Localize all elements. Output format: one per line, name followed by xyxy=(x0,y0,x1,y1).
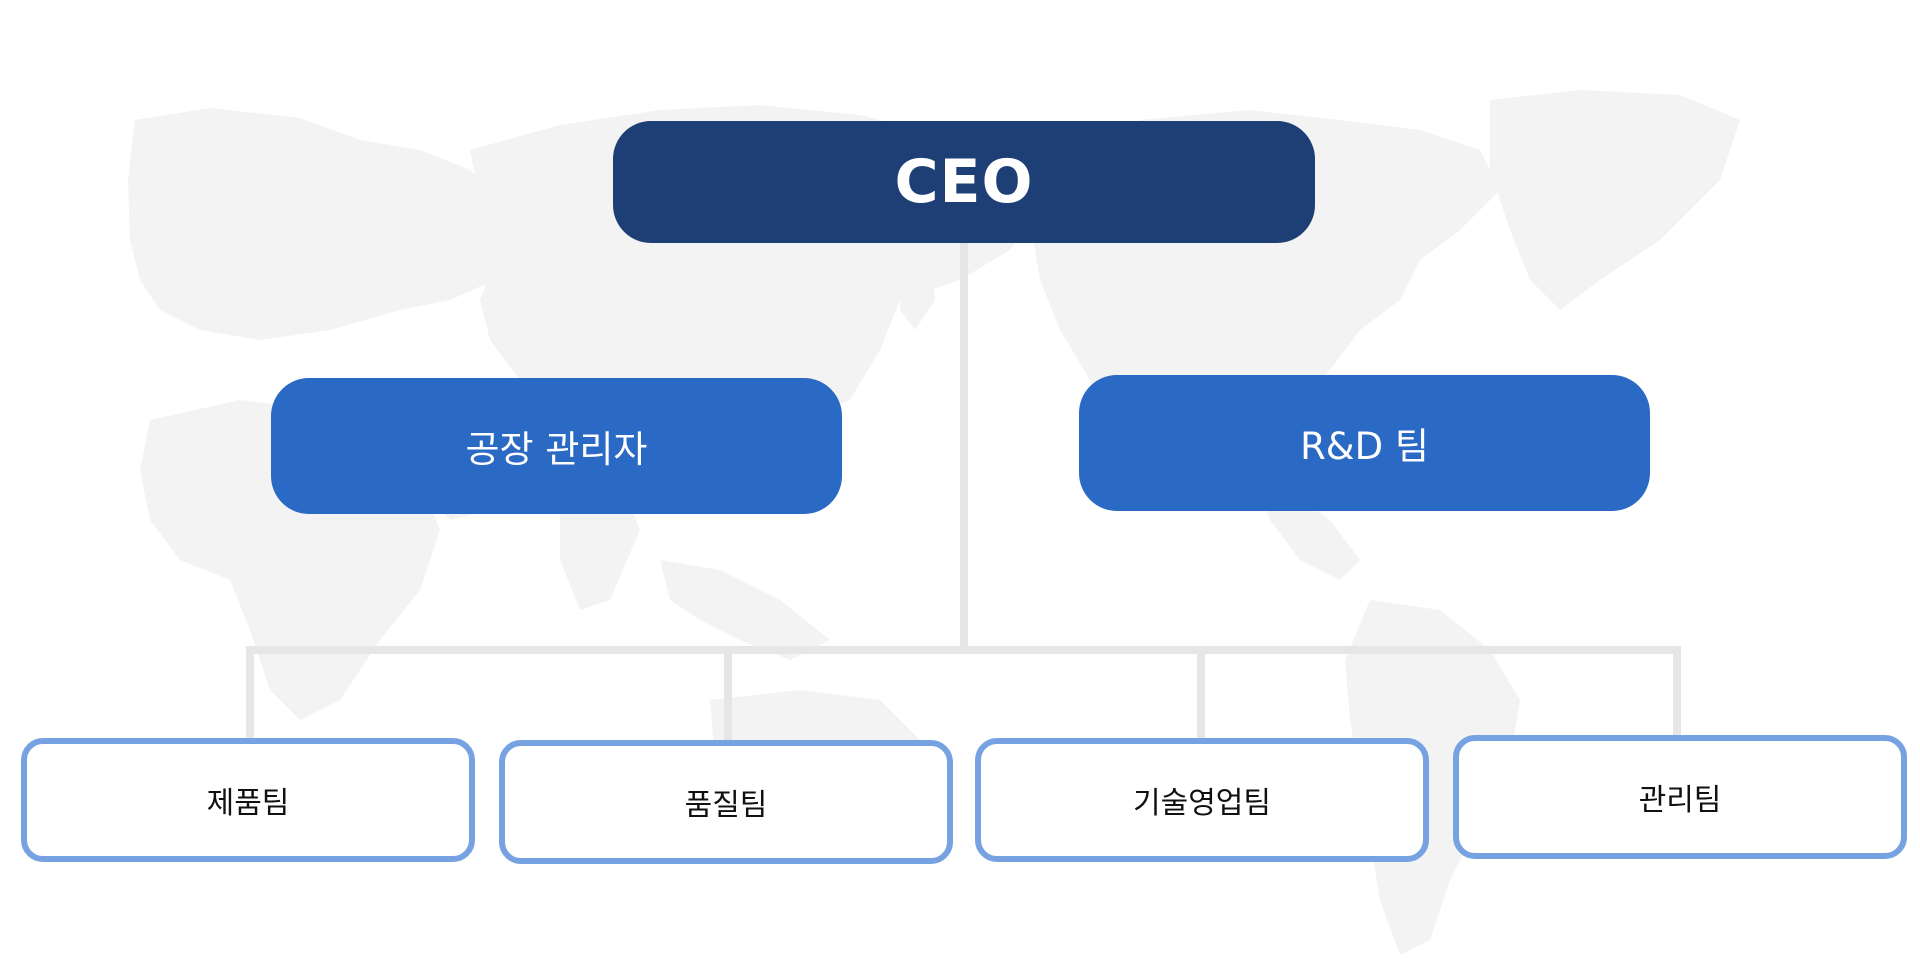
management-team-node: 관리팀 xyxy=(1453,735,1907,859)
product-team-node: 제품팀 xyxy=(21,738,475,862)
tech-sales-team-node: 기술영업팀 xyxy=(975,738,1429,862)
rnd-team-node: R&D 팀 xyxy=(1079,375,1650,511)
ceo-node: CEO xyxy=(613,121,1315,243)
factory-manager-node: 공장 관리자 xyxy=(271,378,842,514)
quality-team-node: 품질팀 xyxy=(499,740,953,864)
